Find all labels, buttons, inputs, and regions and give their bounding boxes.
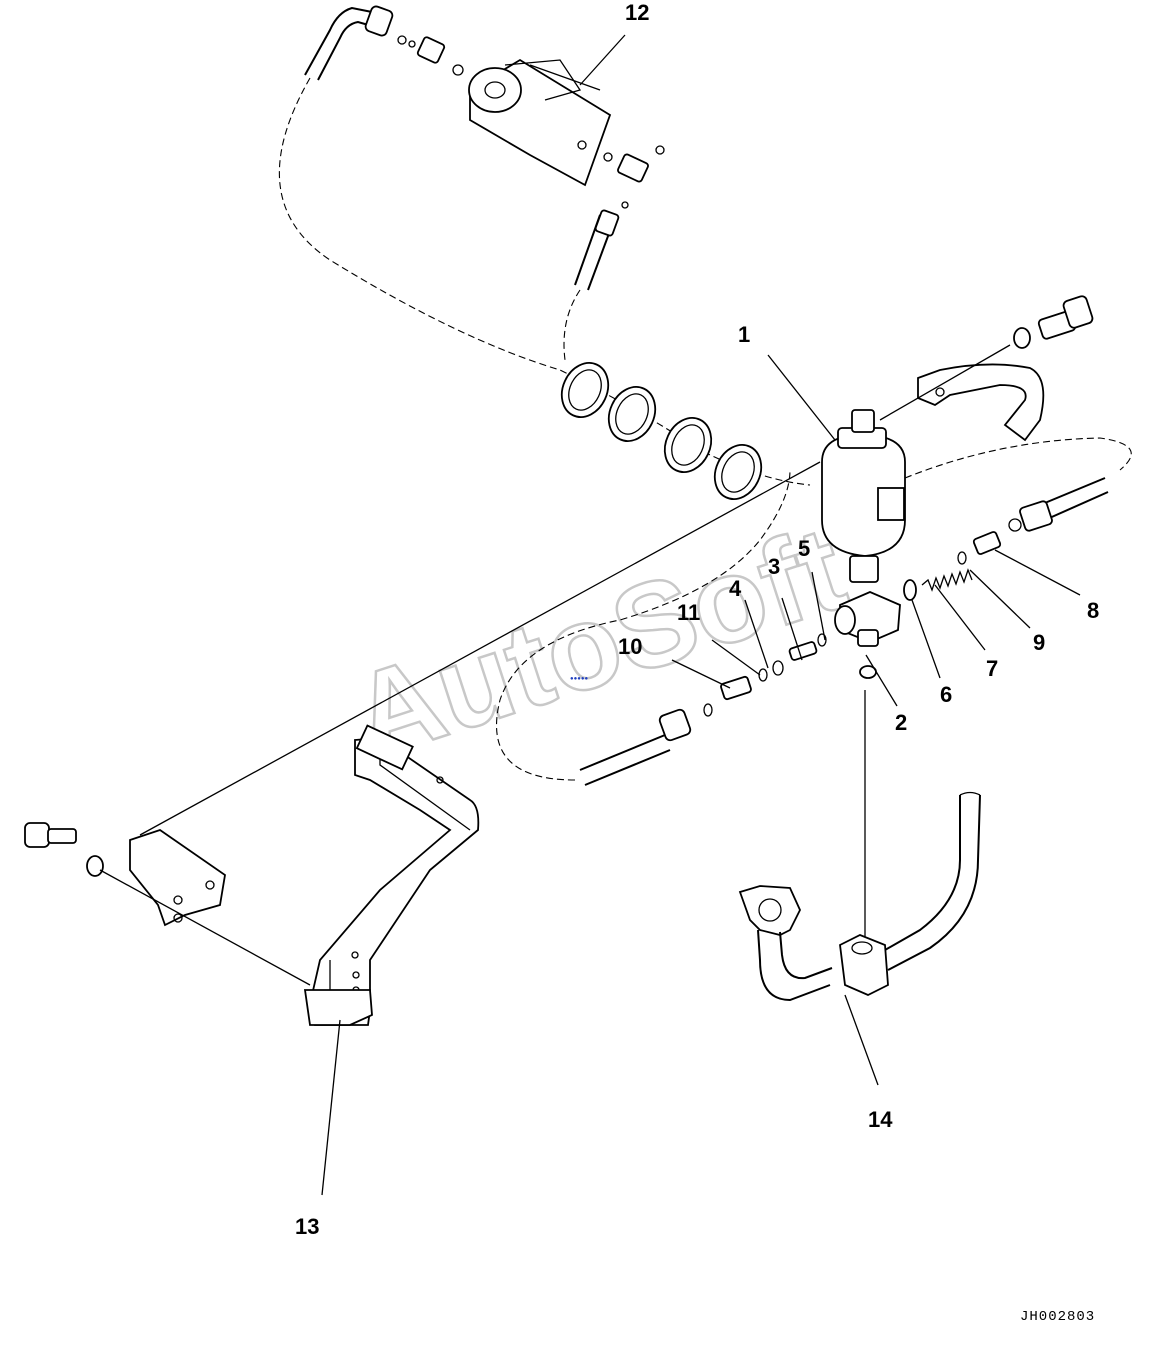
- watermark-mark: ●●●●●: [570, 676, 588, 682]
- watermark: AutoSoft: [337, 501, 860, 785]
- callout-13: 13: [295, 1214, 319, 1239]
- bracket-13: [303, 724, 480, 1026]
- hose-route-middle: [496, 469, 791, 781]
- callout-6: 6: [940, 682, 952, 707]
- callout-12: 12: [625, 0, 649, 25]
- tee-block-2: [834, 591, 901, 679]
- callout-10: 10: [618, 634, 642, 659]
- pipe-assembly-14: [738, 791, 981, 1002]
- callout-7: 7: [986, 656, 998, 681]
- small-parts-right: [903, 531, 1002, 601]
- drawing-code: JH002803: [1020, 1309, 1095, 1325]
- callout-1: 1: [738, 322, 750, 347]
- callout-8: 8: [1087, 598, 1099, 623]
- hose-route-right: [904, 437, 1132, 479]
- callout-5: 5: [798, 536, 810, 561]
- mount-plate-left: [24, 822, 311, 986]
- callouts: 1 2 3 4 5 6 7 8 9 10 11 12 13 14: [295, 0, 1099, 1239]
- callout-9: 9: [1033, 630, 1045, 655]
- callout-4: 4: [729, 576, 742, 601]
- small-parts-left: [579, 633, 827, 786]
- callout-2: 2: [895, 710, 907, 735]
- accumulator-1: [821, 409, 906, 583]
- hose-route-top: [278, 77, 811, 486]
- callout-3: 3: [768, 554, 780, 579]
- valve-assembly-12: [304, 5, 665, 291]
- hose-fitting-right: [1008, 477, 1109, 532]
- hose-clamps: [560, 362, 763, 500]
- bracket-top-right: [879, 295, 1094, 442]
- callout-14: 14: [868, 1107, 893, 1132]
- leader-lines: [321, 354, 1081, 1196]
- callout-11: 11: [677, 600, 700, 625]
